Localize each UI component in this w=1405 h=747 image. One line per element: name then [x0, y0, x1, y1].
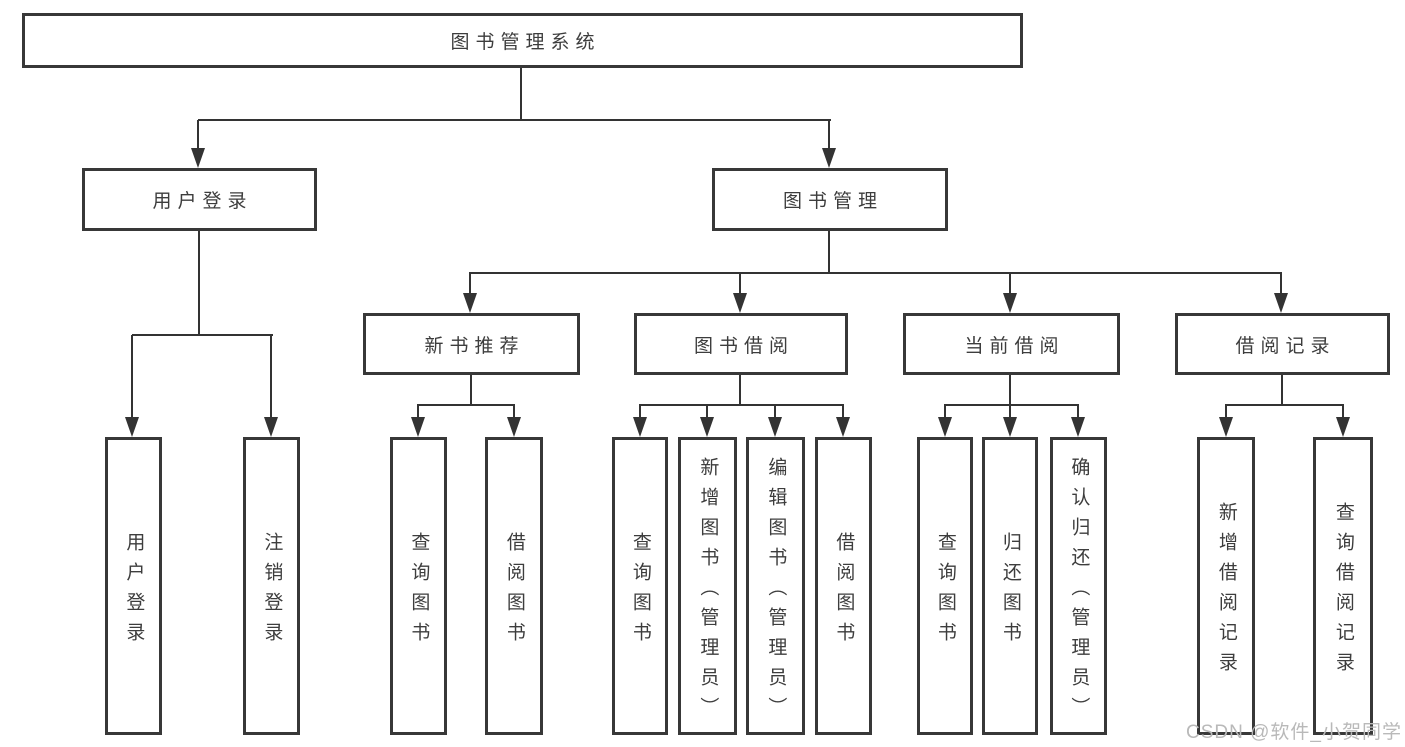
leaf-borrow-book-recommend: 借阅图书	[485, 437, 543, 735]
leaf-logout-label: 注销登录	[261, 531, 283, 652]
connector-line	[198, 119, 831, 121]
leaf-user-login-label: 用户登录	[123, 531, 145, 652]
arrow-down-icon	[1219, 417, 1233, 437]
connector-line	[842, 405, 844, 419]
leaf-query-borrow-record: 查询借阅记录	[1313, 437, 1373, 735]
arrow-down-icon	[411, 417, 425, 437]
connector-line	[417, 404, 515, 406]
leaf-return-book: 归还图书	[982, 437, 1038, 735]
arrow-down-icon	[633, 417, 647, 437]
connector-line	[1342, 405, 1344, 419]
connector-line	[1281, 374, 1283, 405]
node-book-borrow-label: 图书借阅	[693, 335, 794, 357]
leaf-return-book-label: 归还图书	[999, 531, 1021, 652]
leaf-query-book-borrow-label: 查询图书	[629, 531, 651, 652]
connector-line	[944, 405, 946, 419]
csdn-watermark: CSDN @软件_小贺同学	[1186, 722, 1402, 743]
connector-line	[944, 404, 1079, 406]
leaf-logout: 注销登录	[243, 437, 300, 735]
leaf-confirm-return-admin-label: 确认归还（管理员）	[1068, 456, 1090, 727]
leaf-query-book-recommend-label: 查询图书	[408, 531, 430, 652]
node-book-management: 图书管理	[712, 168, 948, 231]
connector-line	[1280, 273, 1282, 295]
node-new-book-recommend-label: 新书推荐	[424, 335, 525, 357]
leaf-borrow-book-label: 借阅图书	[833, 531, 855, 652]
connector-line	[270, 335, 272, 419]
node-current-borrow: 当前借阅	[903, 313, 1120, 375]
leaf-add-borrow-record-label: 新增借阅记录	[1215, 501, 1237, 682]
leaf-edit-book-admin: 编辑图书（管理员）	[746, 437, 805, 735]
arrow-down-icon	[836, 417, 850, 437]
arrow-down-icon	[938, 417, 952, 437]
arrow-down-icon	[1003, 293, 1017, 313]
connector-line	[828, 120, 830, 150]
node-borrow-record-label: 借阅记录	[1235, 335, 1336, 357]
connector-line	[639, 404, 844, 406]
connector-line	[1077, 405, 1079, 419]
leaf-confirm-return-admin: 确认归还（管理员）	[1050, 437, 1107, 735]
connector-line	[739, 374, 741, 405]
connector-line	[1009, 273, 1011, 295]
leaf-query-book-borrow: 查询图书	[612, 437, 668, 735]
arrow-down-icon	[507, 417, 521, 437]
leaf-add-borrow-record: 新增借阅记录	[1197, 437, 1255, 735]
arrow-down-icon	[733, 293, 747, 313]
connector-line	[828, 231, 830, 273]
connector-line	[470, 374, 472, 405]
arrow-down-icon	[1336, 417, 1350, 437]
connector-line	[706, 405, 708, 419]
connector-line	[1009, 405, 1011, 419]
arrow-down-icon	[1071, 417, 1085, 437]
connector-line	[469, 273, 471, 295]
leaf-borrow-book: 借阅图书	[815, 437, 872, 735]
arrow-down-icon	[1274, 293, 1288, 313]
arrow-down-icon	[700, 417, 714, 437]
connector-line	[198, 231, 200, 336]
arrow-down-icon	[125, 417, 139, 437]
arrow-down-icon	[1003, 417, 1017, 437]
leaf-borrow-book-recommend-label: 借阅图书	[503, 531, 525, 652]
leaf-edit-book-admin-label: 编辑图书（管理员）	[765, 456, 787, 727]
connector-line	[639, 405, 641, 419]
node-book-borrow: 图书借阅	[634, 313, 848, 375]
connector-line	[774, 405, 776, 419]
leaf-add-book-admin-label: 新增图书（管理员）	[697, 456, 719, 727]
connector-line	[1225, 404, 1344, 406]
node-new-book-recommend: 新书推荐	[363, 313, 580, 375]
arrow-down-icon	[822, 148, 836, 168]
connector-line	[1225, 405, 1227, 419]
connector-line	[197, 120, 199, 150]
connector-line	[520, 68, 522, 121]
leaf-query-book-current: 查询图书	[917, 437, 973, 735]
connector-line	[739, 273, 741, 295]
node-user-login: 用户登录	[82, 168, 317, 231]
node-root: 图书管理系统	[22, 13, 1023, 68]
leaf-query-borrow-record-label: 查询借阅记录	[1332, 501, 1354, 682]
connector-line	[469, 272, 1282, 274]
arrow-down-icon	[768, 417, 782, 437]
arrow-down-icon	[191, 148, 205, 168]
node-root-label: 图书管理系统	[450, 32, 601, 53]
connector-line	[131, 335, 133, 419]
leaf-query-book-recommend: 查询图书	[390, 437, 447, 735]
connector-line	[132, 334, 273, 336]
arrow-down-icon	[463, 293, 477, 313]
arrow-down-icon	[264, 417, 278, 437]
leaf-query-book-current-label: 查询图书	[934, 531, 956, 652]
connector-line	[417, 405, 419, 419]
node-borrow-record: 借阅记录	[1175, 313, 1390, 375]
leaf-add-book-admin: 新增图书（管理员）	[678, 437, 737, 735]
connector-line	[1009, 374, 1011, 405]
node-book-management-label: 图书管理	[782, 191, 883, 212]
leaf-user-login: 用户登录	[105, 437, 162, 735]
connector-line	[513, 405, 515, 419]
node-user-login-label: 用户登录	[152, 191, 253, 212]
node-current-borrow-label: 当前借阅	[964, 335, 1065, 357]
